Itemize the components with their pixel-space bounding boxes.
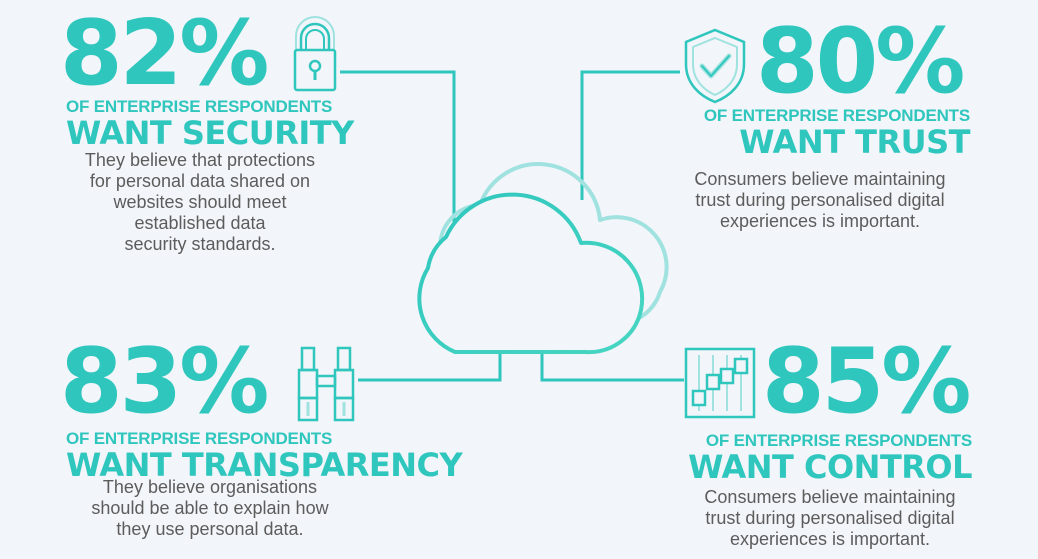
desc-line: experiences is important. [729, 529, 931, 549]
connector-transparency [358, 352, 502, 382]
desc-line: Consumers believe maintaining [704, 487, 956, 507]
stat-line2: WANT TRANSPARENCY [66, 446, 463, 484]
cloud-icon [417, 162, 669, 355]
connector-security [340, 70, 456, 242]
desc-line: trust during personalised digital [695, 190, 945, 210]
connector-control [540, 352, 684, 382]
stat-percent: 80% [756, 9, 965, 114]
stat-line2: WANT CONTROL [688, 448, 972, 486]
stat-description: They believe that protections for person… [60, 150, 340, 255]
stat-line2: WANT TRUST [739, 123, 970, 161]
desc-line: security standards. [124, 234, 276, 254]
stat-description: Consumers believe maintaining trust duri… [690, 487, 970, 550]
desc-line: They believe organisations [102, 477, 318, 497]
binoculars-icon [297, 346, 355, 422]
desc-line: experiences is important. [719, 211, 921, 231]
desc-line: Consumers believe maintaining [694, 169, 946, 189]
stat-percent: 83% [60, 329, 269, 434]
stat-line1: OF ENTERPRISE RESPONDENTS [66, 429, 333, 448]
stat-trust: 80% [756, 9, 965, 114]
stat-percent: 85% [762, 329, 971, 434]
stat-description: Consumers believe maintaining trust duri… [680, 169, 960, 232]
stat-control: 85% [762, 329, 971, 434]
stat-transparency: 83% [60, 329, 269, 434]
desc-line: they use personal data. [116, 519, 304, 539]
stat-percent: 82% [60, 1, 269, 106]
stat-description: They believe organisations should be abl… [70, 477, 350, 540]
stat-line1: OF ENTERPRISE RESPONDENTS [66, 97, 333, 116]
stat-control-heading: OF ENTERPRISE RESPONDENTS WANT CONTROL [684, 431, 972, 486]
shield-check-icon [684, 28, 746, 104]
stat-trust-heading: OF ENTERPRISE RESPONDENTS WANT TRUST [684, 106, 971, 161]
desc-line: should be able to explain how [91, 498, 329, 518]
desc-line: trust during personalised digital [705, 508, 955, 528]
cloud-front [417, 192, 645, 355]
sliders-icon [684, 347, 756, 419]
connector-trust [580, 70, 680, 200]
desc-line: for personal data shared on [89, 171, 311, 191]
stat-line1: OF ENTERPRISE RESPONDENTS [705, 431, 972, 450]
padlock-icon [293, 16, 337, 92]
desc-line: established data [134, 213, 266, 233]
desc-line: They believe that protections [84, 150, 316, 170]
stat-security-heading: OF ENTERPRISE RESPONDENTS WANT SECURITY [66, 97, 354, 152]
desc-line: websites should meet [113, 192, 287, 212]
stat-security: 82% [60, 1, 269, 106]
stat-transparency-heading: OF ENTERPRISE RESPONDENTS WANT TRANSPARE… [66, 429, 463, 484]
stat-line2: WANT SECURITY [66, 114, 354, 152]
stat-line1: OF ENTERPRISE RESPONDENTS [703, 106, 970, 125]
